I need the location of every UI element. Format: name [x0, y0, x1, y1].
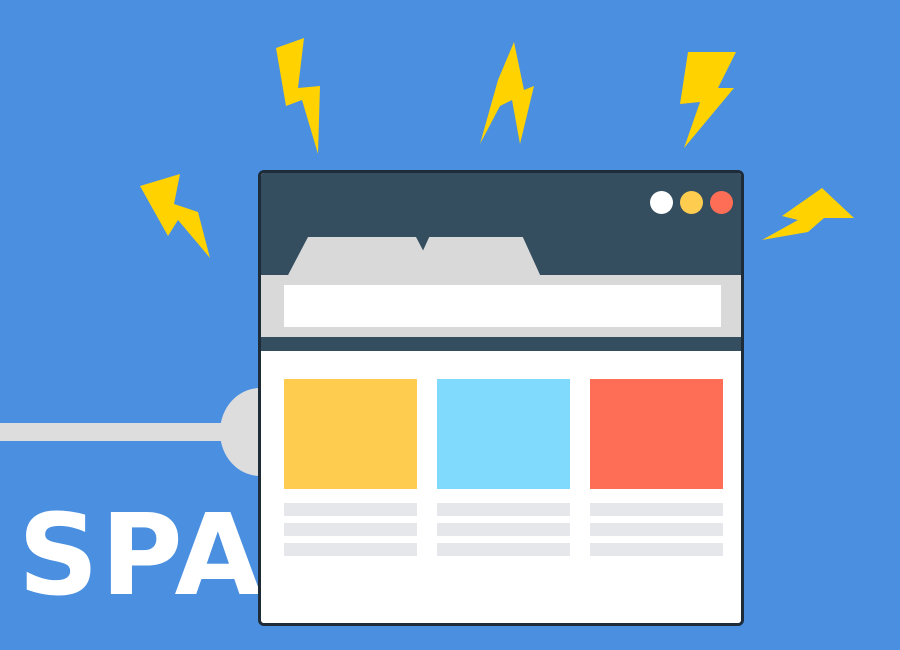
- browser-titlebar: [261, 173, 741, 351]
- lightning-shape: [276, 38, 320, 154]
- text-line-placeholder: [284, 543, 417, 556]
- browser-window: [258, 170, 744, 626]
- window-dot-icon: [710, 191, 733, 214]
- lightning-icon: [138, 172, 212, 260]
- cable: [0, 423, 245, 441]
- page-content: [261, 351, 741, 623]
- text-line-placeholder: [590, 543, 723, 556]
- lightning-shape: [140, 174, 210, 258]
- text-line-placeholder: [437, 523, 570, 536]
- lightning-icon: [268, 36, 324, 156]
- content-card: [437, 379, 570, 489]
- text-line-placeholder: [437, 543, 570, 556]
- text-line-placeholder: [284, 503, 417, 516]
- text-line-placeholder: [590, 503, 723, 516]
- spa-label: SPA: [18, 491, 264, 621]
- lightning-icon: [676, 52, 740, 148]
- browser-tab: [411, 237, 541, 277]
- lightning-shape: [762, 188, 854, 240]
- content-card: [590, 379, 723, 489]
- lightning-icon: [476, 40, 538, 146]
- text-line-placeholder: [437, 503, 570, 516]
- window-dot-icon: [680, 191, 703, 214]
- browser-tab: [287, 237, 437, 277]
- lightning-icon: [762, 188, 856, 244]
- lightning-shape: [480, 42, 534, 144]
- address-bar: [284, 285, 721, 327]
- content-card: [284, 379, 417, 489]
- text-line-placeholder: [590, 523, 723, 536]
- text-line-placeholder: [284, 523, 417, 536]
- window-dot-icon: [650, 191, 673, 214]
- lightning-shape: [680, 52, 736, 148]
- browser-toolbar: [261, 275, 741, 337]
